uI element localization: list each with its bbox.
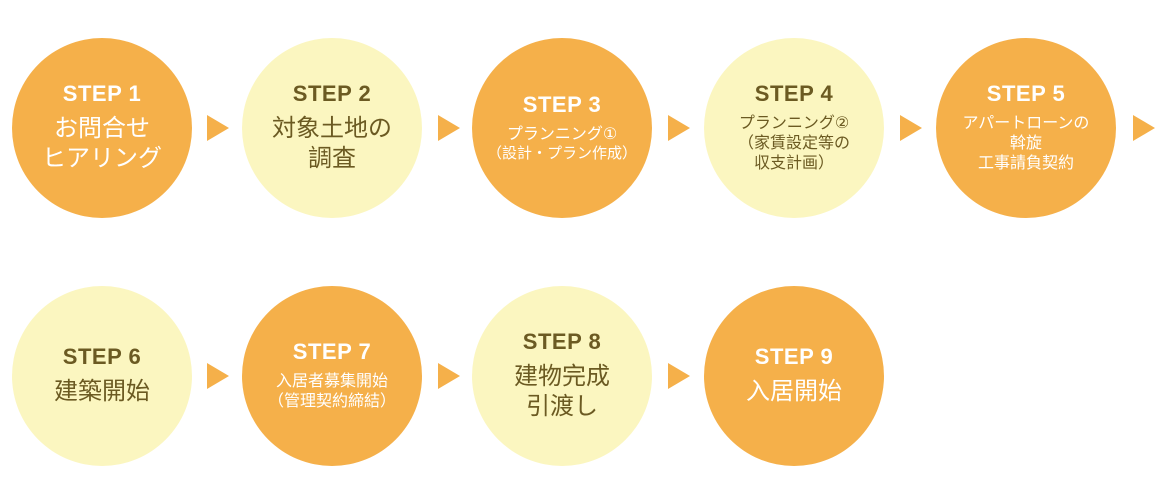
step-6-text-line-1: 建築開始 bbox=[54, 377, 150, 405]
step-5-text-line-2: 斡旋 bbox=[1009, 133, 1042, 152]
arrow-right-icon bbox=[900, 115, 922, 141]
step-4-circle: STEP 4 プランニング② （家賃設定等の 収支計画） bbox=[704, 38, 884, 218]
arrow-right-icon bbox=[668, 115, 690, 141]
step-9-label: STEP 9 bbox=[754, 344, 834, 369]
step-3-circle: STEP 3 プランニング① （設計・プラン作成） bbox=[472, 38, 652, 218]
step-5-circle: STEP 5 アパートローンの 斡旋 工事請負契約 bbox=[936, 38, 1116, 218]
step-4-text-line-2: （家賃設定等の bbox=[737, 133, 850, 152]
step-7-circle: STEP 7 入居者募集開始 （管理契約締結） bbox=[242, 286, 422, 466]
step-1-text-line-2: ヒアリング bbox=[42, 144, 162, 172]
step-2-label: STEP 2 bbox=[292, 81, 372, 106]
step-5-text-line-3: 工事請負契約 bbox=[977, 153, 1074, 172]
step-4-text-line-1: プランニング② bbox=[738, 113, 850, 132]
arrow-right-icon bbox=[207, 363, 229, 389]
step-9-text-line-1: 入居開始 bbox=[746, 377, 842, 405]
step-1-text-line-1: お問合せ bbox=[54, 114, 150, 142]
step-8-circle: STEP 8 建物完成 引渡し bbox=[472, 286, 652, 466]
step-8-label: STEP 8 bbox=[522, 329, 602, 354]
arrow-right-icon bbox=[207, 115, 229, 141]
step-1-label: STEP 1 bbox=[62, 81, 142, 106]
step-4-text-line-3: 収支計画） bbox=[753, 153, 834, 172]
arrow-right-icon bbox=[668, 363, 690, 389]
arrow-right-icon bbox=[438, 363, 460, 389]
step-7-text-line-1: 入居者募集開始 bbox=[275, 371, 388, 390]
step-6-label: STEP 6 bbox=[62, 344, 142, 369]
step-6-circle: STEP 6 建築開始 bbox=[12, 286, 192, 466]
step-2-circle: STEP 2 対象土地の 調査 bbox=[242, 38, 422, 218]
step-8-text-line-2: 引渡し bbox=[526, 392, 598, 420]
step-3-text-line-1: プランニング① bbox=[506, 123, 618, 143]
step-2-text-line-1: 対象土地の bbox=[272, 114, 392, 142]
step-8-text-line-1: 建物完成 bbox=[514, 362, 610, 390]
step-1-circle: STEP 1 お問合せ ヒアリング bbox=[12, 38, 192, 218]
step-3-label: STEP 3 bbox=[522, 91, 602, 117]
step-5-text-line-1: アパートローンの bbox=[962, 113, 1090, 132]
step-5-label: STEP 5 bbox=[986, 81, 1066, 106]
step-4-label: STEP 4 bbox=[754, 81, 834, 106]
step-2-text-line-2: 調査 bbox=[308, 144, 356, 172]
step-9-circle: STEP 9 入居開始 bbox=[704, 286, 884, 466]
arrow-right-icon bbox=[1133, 115, 1155, 141]
step-3-text-line-2: （設計・プラン作成） bbox=[486, 143, 637, 162]
arrow-right-icon bbox=[438, 115, 460, 141]
step-7-label: STEP 7 bbox=[292, 339, 372, 364]
step-7-text-line-2: （管理契約締結） bbox=[267, 391, 396, 410]
